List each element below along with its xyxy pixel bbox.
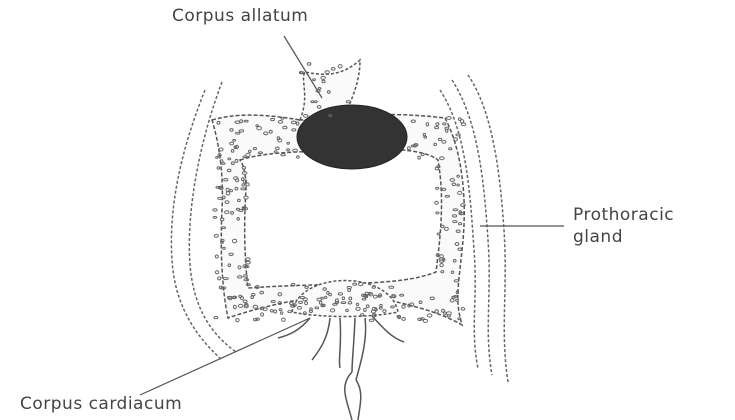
- cell-dot: [338, 65, 342, 68]
- cell-dot: [461, 123, 465, 126]
- cell-dot: [215, 255, 218, 258]
- cell-dot: [456, 134, 460, 136]
- cell-dot: [274, 310, 277, 313]
- corpus-allatum-mass: [297, 105, 407, 169]
- cell-dot: [279, 309, 282, 311]
- cell-dot: [290, 302, 294, 304]
- corpus-cardiacum-structure: [278, 281, 404, 420]
- cell-dot: [216, 157, 218, 159]
- prothoracic-gland-label: Prothoracic gland: [573, 204, 674, 248]
- cell-dot: [331, 68, 335, 71]
- cell-dot: [218, 277, 221, 280]
- cell-dot: [281, 312, 283, 314]
- cell-dot: [402, 305, 405, 308]
- cell-dot: [427, 314, 432, 317]
- cell-dot: [213, 217, 217, 219]
- corpus-cardiacum-label: Corpus cardiacum: [20, 394, 182, 414]
- cell-dot: [215, 271, 218, 274]
- cell-dot: [402, 317, 406, 320]
- cell-dot: [236, 319, 239, 322]
- cell-dot: [214, 234, 218, 237]
- prothoracic-gland-label-line2: gland: [573, 227, 623, 247]
- cell-dot: [288, 311, 292, 313]
- cell-dot: [307, 63, 311, 66]
- cell-dot: [213, 209, 217, 211]
- cell-dot: [217, 167, 220, 169]
- corpus-allatum-label: Corpus allatum: [172, 6, 308, 26]
- corpus-cardiacum-pointer: [140, 318, 310, 395]
- cell-dot: [447, 117, 452, 120]
- cell-dot: [261, 313, 264, 316]
- cell-dot: [454, 138, 458, 141]
- cell-dot: [461, 308, 465, 311]
- corpus-allatum-pointer: [284, 36, 322, 98]
- cell-dot: [369, 319, 373, 321]
- cell-dot: [270, 310, 273, 312]
- cell-dot: [282, 318, 286, 321]
- cell-dot: [214, 317, 218, 319]
- cell-dot: [325, 71, 329, 74]
- cell-dot: [460, 120, 464, 123]
- prothoracic-gland-label-line1: Prothoracic: [573, 205, 674, 225]
